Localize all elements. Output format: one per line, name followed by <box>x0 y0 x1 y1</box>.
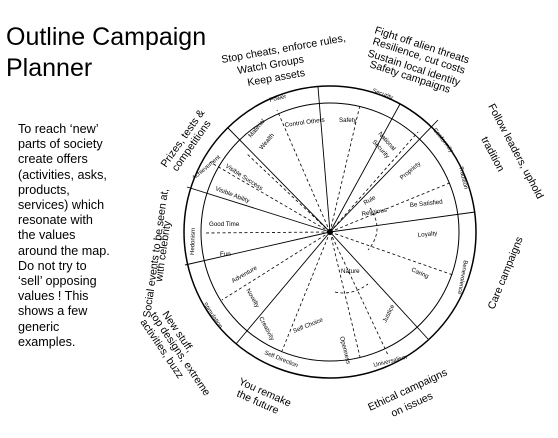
intro-line: values ! This <box>18 289 89 304</box>
value-label-universalism: Universalism <box>373 355 408 369</box>
value-label-self-direction: Self Direction <box>263 350 298 369</box>
subvalue-line <box>281 231 331 352</box>
seg-justice: Justice <box>382 303 397 324</box>
seg-visible-ability: Visible Ability <box>214 185 251 205</box>
seg-nature: Nature <box>341 268 360 275</box>
intro-line: ‘sell’ opposing <box>18 274 97 289</box>
boundary-line <box>329 211 476 233</box>
boundary-line <box>329 231 429 340</box>
title-line-1: Outline Campaign <box>6 23 207 51</box>
value-label-tradition: Tradition <box>457 166 468 190</box>
tradition-arc <box>367 207 378 251</box>
boundary-line <box>186 186 331 233</box>
intro-line: the values <box>18 228 76 243</box>
boundary-line <box>184 231 331 266</box>
seg-material: Material <box>247 118 267 139</box>
boundary-line <box>329 119 439 233</box>
subvalue-line <box>329 104 361 233</box>
intro-text: To reach ‘new’ parts of society create o… <box>18 122 146 350</box>
subvalue-line <box>245 152 331 233</box>
page-title: Outline Campaign Planner <box>6 22 246 84</box>
subvalue-line <box>209 161 331 233</box>
seg-fun: Fun <box>220 251 231 258</box>
seg-propriety: Propriety <box>399 160 423 182</box>
seg-adventure: Adventure <box>231 264 259 284</box>
intro-line: Do not try to <box>18 258 87 273</box>
seg-creativity: Creativity <box>257 316 276 343</box>
seg-wealth: Wealth <box>258 132 276 152</box>
subvalue-line <box>329 231 389 356</box>
seg-caring: Caring <box>410 266 430 280</box>
intro-line: (activities, asks, <box>18 167 107 182</box>
intro-line: examples. <box>18 334 76 349</box>
seg-religious: Religious <box>361 207 387 218</box>
subvalue-line <box>276 109 331 233</box>
nature-arc <box>334 283 369 294</box>
intro-line: products, <box>18 182 70 197</box>
intro-line: create offers <box>18 152 88 167</box>
value-label-security: Security <box>371 88 393 101</box>
subvalue-line <box>329 231 361 358</box>
intro-line: shows a few <box>18 304 88 319</box>
seg-visible-success: Visible Success <box>224 163 264 192</box>
boundary-line <box>329 103 401 233</box>
title-line-2: Planner <box>6 54 93 82</box>
seg-loyalty: Loyalty <box>417 230 438 239</box>
seg-good-time: Good Time <box>209 221 240 228</box>
intro-line: around the map. <box>18 243 110 258</box>
wheel-hub <box>327 229 333 235</box>
seg-self-choice: Self Choice <box>292 316 324 335</box>
value-label-stimulation: Stimulation <box>201 302 223 330</box>
subvalue-line <box>203 231 331 234</box>
intro-line: generic <box>18 319 60 334</box>
subvalue-line <box>221 231 331 301</box>
value-label-power: Power <box>269 94 287 104</box>
value-label-conformity: Conformity <box>431 128 454 155</box>
intro-line: To reach ‘new’ <box>18 122 99 136</box>
campaign-benevolence: Care campaigns <box>486 235 526 311</box>
seg-novelty: Novelty <box>244 288 261 310</box>
seg-control-others: Control Others <box>284 116 325 129</box>
boundary-line <box>235 231 331 345</box>
intro-line: resonate with <box>18 213 93 228</box>
subvalue-line <box>329 131 419 233</box>
wheel-outer-ring <box>183 85 477 379</box>
intro-line: parts of society <box>18 137 103 152</box>
seg-safety: Safety <box>339 117 357 124</box>
boundary-line <box>227 127 331 233</box>
seg-be-satisfied: Be Satisfied <box>409 199 443 209</box>
wheel-inner-ring <box>200 102 460 362</box>
campaign-tradition-2: tradition <box>478 135 506 174</box>
value-label-benevolence: Benevolence <box>456 260 468 296</box>
boundary-line <box>317 86 331 233</box>
value-label-hedonism: Hedonism <box>190 228 197 255</box>
intro-line: services) which <box>18 198 105 213</box>
subvalue-line <box>329 181 453 233</box>
